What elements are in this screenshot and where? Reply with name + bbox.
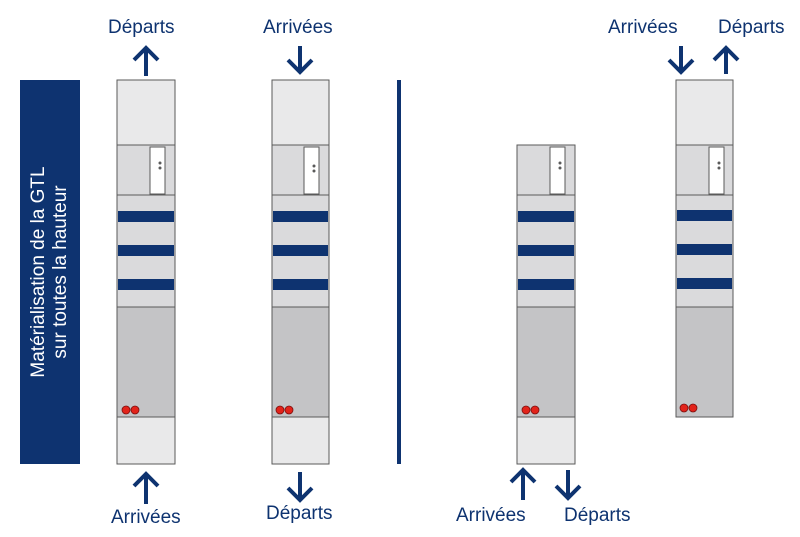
meter-latch: [717, 161, 721, 165]
top-chamber: [271, 79, 330, 146]
col2-bottom-label: Départs: [266, 503, 333, 524]
breaker-rail: [518, 245, 574, 256]
arrow-up-icon: [712, 45, 740, 74]
arrow-up-icon: [132, 45, 160, 76]
fuse-dot: [130, 405, 140, 415]
bottom-chamber: [516, 416, 576, 465]
section-divider: [397, 80, 401, 464]
gtl-column-3: [516, 144, 576, 465]
meter-latch: [717, 166, 721, 170]
top-chamber: [116, 79, 176, 146]
col3-bottom-left-label: Arrivées: [456, 505, 526, 526]
breaker-rail: [677, 210, 732, 221]
col1-bottom-label: Arrivées: [111, 507, 181, 528]
fuse-dot: [679, 403, 689, 413]
breaker-rail: [118, 279, 174, 290]
gtl-banner: Matérialisation de la GTL sur toutes la …: [20, 80, 80, 464]
bottom-chamber: [271, 416, 330, 465]
meter-door: [708, 146, 725, 195]
meter-latch: [312, 164, 316, 168]
fuse-dot: [521, 405, 531, 415]
meter-section: [116, 144, 176, 196]
arrow-up-icon: [132, 471, 160, 504]
arrow-down-icon: [286, 472, 314, 503]
gtl-column-1: [116, 79, 176, 465]
meter-latch: [158, 166, 162, 170]
meter-latch: [558, 166, 562, 170]
breaker-rail: [518, 211, 574, 222]
col2-top-label: Arrivées: [263, 17, 333, 38]
arrow-down-icon: [554, 470, 582, 501]
lower-section: [271, 306, 330, 418]
lower-section: [516, 306, 576, 418]
meter-latch: [158, 161, 162, 165]
bottom-chamber: [116, 416, 176, 465]
meter-section: [271, 144, 330, 196]
lower-section: [675, 306, 734, 418]
breaker-rail: [273, 211, 328, 222]
fuse-dot: [121, 405, 131, 415]
col1-top-label: Départs: [108, 17, 175, 38]
fuse-dot: [688, 403, 698, 413]
arrow-down-icon: [667, 46, 695, 75]
arrow-down-icon: [286, 46, 314, 75]
col4-top-right-label: Départs: [718, 17, 785, 38]
meter-latch: [558, 161, 562, 165]
meter-door: [549, 146, 566, 195]
arrow-up-icon: [509, 467, 537, 500]
breaker-rail: [118, 245, 174, 256]
meter-latch: [312, 169, 316, 173]
breaker-rail: [273, 245, 328, 256]
col3-bottom-right-label: Départs: [564, 505, 631, 526]
fuse-dot: [530, 405, 540, 415]
meter-section: [516, 144, 576, 196]
breaker-rail: [677, 244, 732, 255]
breaker-rail: [518, 279, 574, 290]
top-chamber: [675, 79, 734, 146]
breaker-rail: [677, 278, 732, 289]
meter-door: [149, 146, 166, 195]
breaker-rail: [118, 211, 174, 222]
gtl-column-2: [271, 79, 330, 465]
fuse-dot: [284, 405, 294, 415]
fuse-dot: [275, 405, 285, 415]
meter-door: [303, 146, 320, 195]
gtl-column-4: [675, 79, 734, 418]
col4-top-left-label: Arrivées: [608, 17, 678, 38]
lower-section: [116, 306, 176, 418]
breaker-rail: [273, 279, 328, 290]
